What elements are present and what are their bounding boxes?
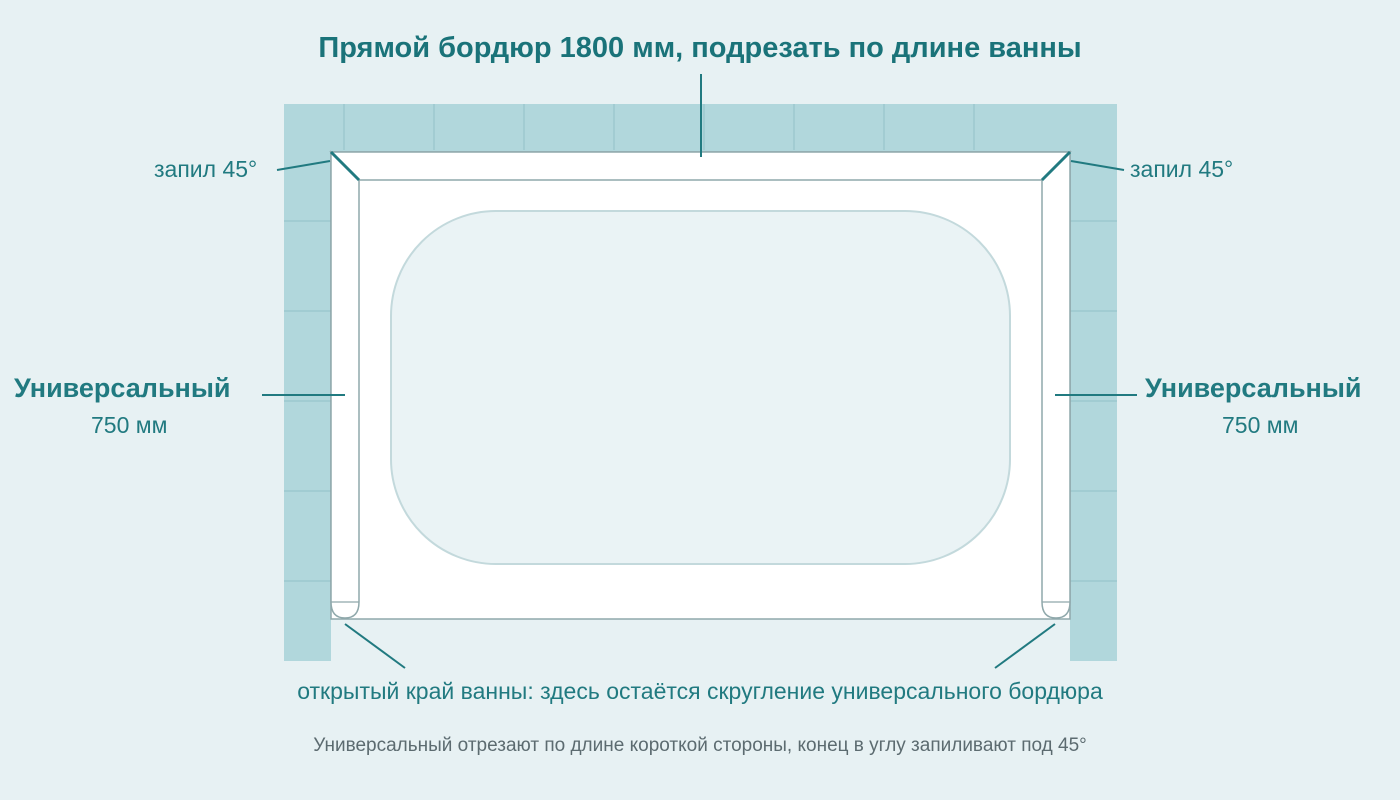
- left-universal-label: Универсальный: [14, 373, 231, 403]
- left-universal-border: [330, 150, 360, 619]
- right-miter-label: запил 45°: [1130, 156, 1234, 182]
- right-open-edge-leader: [994, 623, 1056, 669]
- left-miter-cut: [329, 150, 361, 182]
- wall-left: [284, 104, 331, 661]
- footnote: Универсальный отрезают по длине короткой…: [313, 735, 1087, 756]
- right-miter-cut: [1040, 150, 1072, 182]
- open-edge-label: открытый край ванны: здесь остаётся скру…: [297, 678, 1103, 704]
- tile-joints: [284, 104, 1117, 582]
- right-universal-border: [1041, 150, 1071, 619]
- left-miter-label: запил 45°: [154, 156, 258, 182]
- right-miter-leader: [1070, 160, 1125, 171]
- bathtub-bowl: [390, 210, 1011, 565]
- right-universal-label: Универсальный: [1145, 373, 1362, 403]
- right-universal-length: 750 мм: [1222, 412, 1299, 438]
- leader-lines: [262, 74, 1137, 669]
- left-miter-leader: [276, 160, 331, 171]
- left-open-edge-leader: [344, 623, 406, 669]
- left-universal-length: 750 мм: [91, 412, 168, 438]
- top-border-label: Прямой бордюр 1800 мм, подрезать по длин…: [318, 32, 1082, 64]
- wall-right: [1070, 104, 1117, 661]
